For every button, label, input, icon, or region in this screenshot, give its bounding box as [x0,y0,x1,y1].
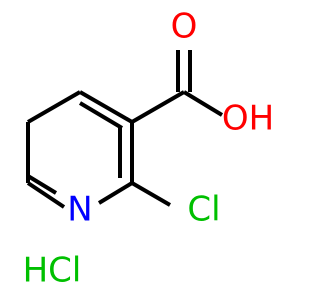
ring-bond-c5-c6 [27,90,81,124]
nitrogen-label: N [67,190,92,230]
hydrochloride-salt-label: HCl [23,251,82,291]
ring-bond-c4-c5 [79,90,133,124]
bond-ring-to-chlorine [130,181,172,207]
hydroxyl-label: OH [222,99,274,139]
ring-bond-c3-n [97,181,134,205]
carbonyl-oxygen-label: O [171,7,198,47]
bond-ring-to-carboxyl [131,90,185,124]
ring-bond-n-c2 [26,181,66,209]
bonds [26,50,224,209]
chlorine-label: Cl [187,190,220,230]
ring-inner-double-c4-c5 [78,101,124,130]
bond-carboxyl-to-hydroxyl [182,90,224,117]
ring-inner-double-c6-n [26,174,58,195]
atom-labels: O OH N Cl HCl [23,7,275,291]
chemical-structure-diagram: O OH N Cl HCl [23,7,275,291]
